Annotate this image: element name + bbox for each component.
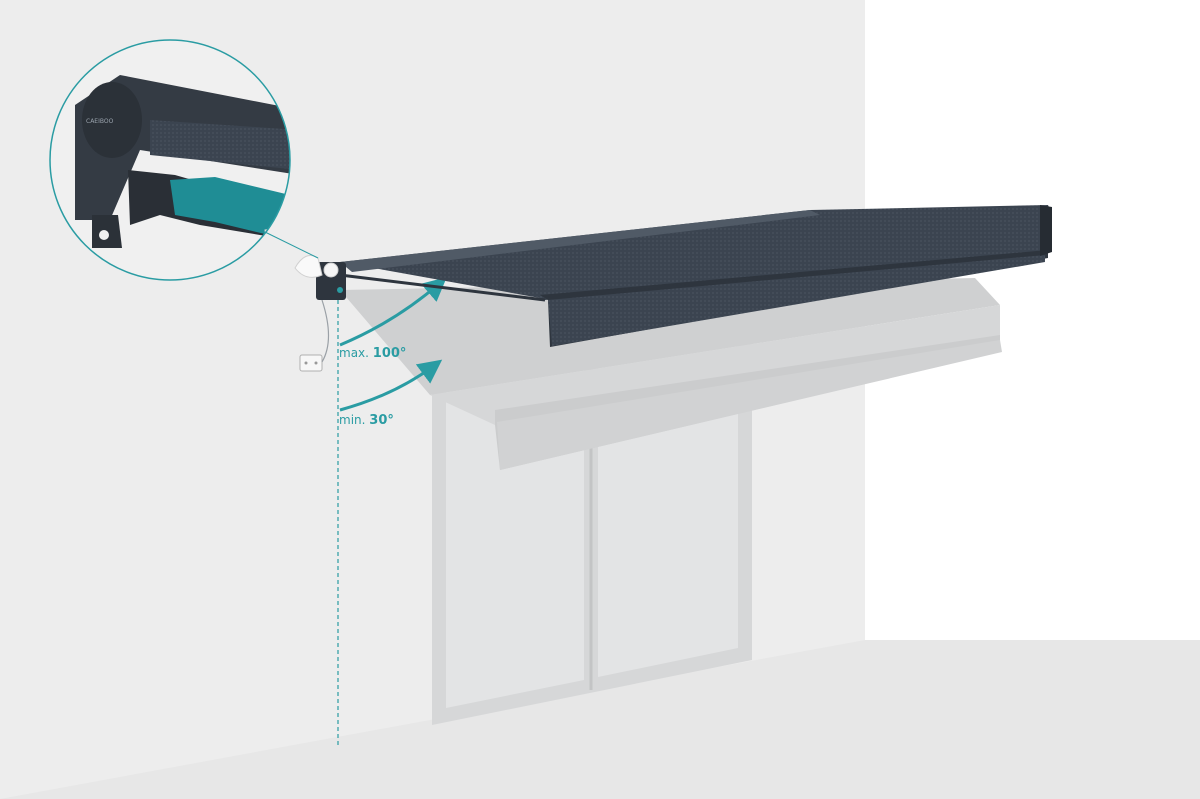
max-angle-label: max. 100°: [339, 346, 406, 361]
min-angle-label: min. 30°: [339, 413, 394, 428]
min-angle-arrow: [339, 359, 443, 412]
brand-text: CAEIBOO: [86, 118, 114, 125]
callout-connector: [264, 231, 319, 259]
floor: [0, 640, 1200, 799]
teal-arm: [170, 177, 290, 240]
detail-callout: CAEIBOO: [49, 39, 291, 281]
max-angle-arrow: [339, 277, 447, 347]
control-box-icon: [299, 299, 330, 372]
side-wall: [865, 0, 1200, 640]
max-angle-prefix: max.: [339, 346, 369, 360]
min-angle-prefix: min.: [339, 413, 366, 427]
max-angle-value: 100°: [372, 346, 407, 361]
magnifier-ring: [49, 39, 291, 281]
motor-bracket-icon: [294, 255, 346, 300]
min-angle-value: 30°: [369, 413, 394, 428]
awning-extended: [339, 205, 1052, 347]
awning-min-position: [340, 278, 1002, 470]
